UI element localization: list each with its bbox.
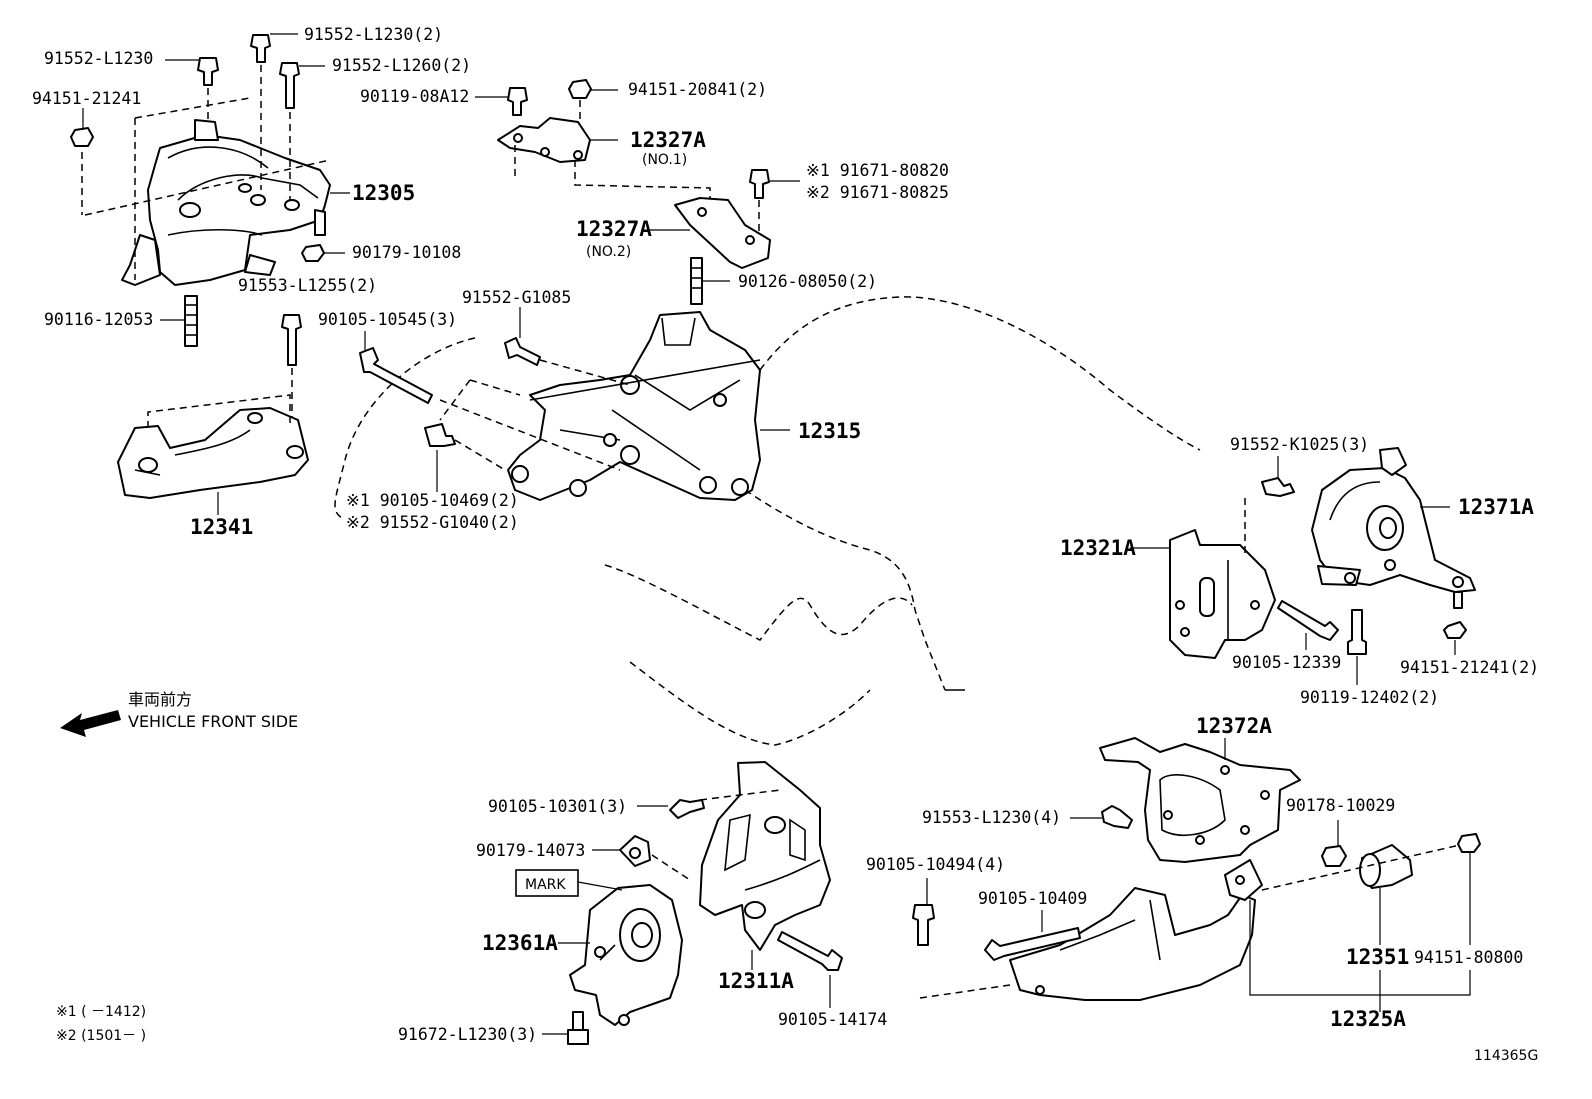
label-91552-L1230-2: 91552-L1230(2) xyxy=(304,25,443,44)
label-12372A: 12372A xyxy=(1196,714,1272,738)
bushing-12351 xyxy=(1359,844,1413,889)
bracket-12321A xyxy=(1169,498,1276,659)
bolt-94151-21241-2 xyxy=(1443,591,1467,639)
bolt-90105-10545 xyxy=(359,347,621,471)
label-91672-L1230-3: 91672-L1230(3) xyxy=(398,1025,537,1044)
label-90105-10301-3: 90105-10301(3) xyxy=(488,797,627,816)
label-91553-L1230-4: 91553-L1230(4) xyxy=(922,808,1061,827)
bolt-90105-14174 xyxy=(777,931,843,971)
label-12361A: 12361A xyxy=(482,931,558,955)
bracket-12372A xyxy=(1099,737,1301,863)
label-91552-G1040-2: ※2 91552-G1040(2) xyxy=(346,513,519,532)
label-90105-14174: 90105-14174 xyxy=(778,1010,887,1029)
label-90119-08A12: 90119-08A12 xyxy=(360,87,469,106)
label-12371A: 12371A xyxy=(1458,495,1534,519)
nut-90179-10108 xyxy=(301,244,325,262)
bolt-91552-G1085 xyxy=(504,337,631,386)
nut-90178-10029 xyxy=(1321,845,1347,867)
label-12305: 12305 xyxy=(352,181,415,205)
assembly-line-12325A xyxy=(1261,844,1461,891)
bolt-90105-10409 xyxy=(984,927,1081,961)
bolt-91553-L1255 xyxy=(281,314,302,430)
label-94151-80800: 94151-80800 xyxy=(1414,948,1523,967)
stud-90126-08050 xyxy=(690,257,703,305)
label-12311A: 12311A xyxy=(718,969,794,993)
label-91671-80825: ※2 91671-80825 xyxy=(806,183,949,202)
label-vehicle-front-side: VEHICLE FRONT SIDE xyxy=(128,712,298,731)
bolt-91671-80820 xyxy=(749,169,770,235)
nut-94151-21241 xyxy=(70,127,94,147)
nut-94151-80800 xyxy=(1457,833,1481,853)
bolt-90105-10469 xyxy=(424,379,521,492)
stud-90116-12053 xyxy=(184,295,198,347)
label-12315: 12315 xyxy=(798,419,861,443)
bracket-12311A xyxy=(699,761,831,951)
label-94151-21241: 94151-21241 xyxy=(32,89,141,108)
label-mark: MARK xyxy=(525,877,566,893)
mark-label-box xyxy=(515,869,623,897)
label-91552-G1085: 91552-G1085 xyxy=(462,288,571,307)
label-94151-20841-2: 94151-20841(2) xyxy=(628,80,767,99)
label-90119-12402-2: 90119-12402(2) xyxy=(1300,688,1439,707)
label-front-jp: 車両前方 xyxy=(128,690,192,709)
bolt-91672-L1230 xyxy=(567,1011,589,1045)
label-90105-12339: 90105-12339 xyxy=(1232,653,1341,672)
label-94151-21241-2: 94151-21241(2) xyxy=(1400,658,1539,677)
bracket-12341 xyxy=(117,394,309,499)
label-12341: 12341 xyxy=(190,515,253,539)
label-12325A: 12325A xyxy=(1330,1007,1406,1031)
vehicle-front-arrow-icon xyxy=(60,710,121,737)
label-12327A-no2: 12327A xyxy=(576,217,652,241)
note-1: ※1 ( －1412) xyxy=(56,1004,146,1020)
label-90105-10545-3: 90105-10545(3) xyxy=(318,310,457,329)
bolt-91552-K1025 xyxy=(1261,477,1295,497)
label-90105-10494-4: 90105-10494(4) xyxy=(866,855,1005,874)
mount-12305 xyxy=(81,97,331,286)
label-90179-10108: 90179-10108 xyxy=(352,243,461,262)
bolt-90119-08A12 xyxy=(507,87,528,116)
label-90178-10029: 90178-10029 xyxy=(1286,796,1395,815)
label-12321A: 12321A xyxy=(1060,536,1136,560)
bolt-90105-10301 xyxy=(669,799,705,819)
bolt-90105-12339 xyxy=(1277,600,1339,641)
label-91553-L1255-2: 91553-L1255(2) xyxy=(238,276,377,295)
label-12351: 12351 xyxy=(1346,945,1409,969)
engine-outline xyxy=(334,296,1201,746)
bracket-12327A-no1 xyxy=(497,117,711,205)
label-90105-10469-2: ※1 90105-10469(2) xyxy=(346,491,519,510)
bolt-91552-L1230 xyxy=(197,57,219,120)
label-12327A-no1: 12327A xyxy=(630,128,706,152)
leader-lines xyxy=(82,33,1471,1035)
note-2: ※2 (1501－ ) xyxy=(56,1028,146,1044)
mount-12371A xyxy=(1311,447,1476,593)
bolt-90105-10494 xyxy=(912,904,1011,999)
label-no2: (NO.2) xyxy=(586,244,631,260)
bolt-91552-L1230-2 xyxy=(250,34,271,190)
nut-94151-20841 xyxy=(568,79,592,125)
label-91552-L1230: 91552-L1230 xyxy=(44,49,153,68)
bracket-12325A xyxy=(1009,859,1263,1001)
label-90105-10409: 90105-10409 xyxy=(978,889,1087,908)
part-labels: 91552-L1230 91552-L1230(2) 91552-L1260(2… xyxy=(32,25,1539,1064)
label-91552-K1025-3: 91552-K1025(3) xyxy=(1230,435,1369,454)
label-90116-12053: 90116-12053 xyxy=(44,310,153,329)
bolt-91553-L1230 xyxy=(1101,805,1133,829)
label-90126-08050-2: 90126-08050(2) xyxy=(738,272,877,291)
label-91671-80820: ※1 91671-80820 xyxy=(806,161,949,180)
bolt-91552-L1260-2 xyxy=(279,62,300,200)
washer-90179-14073 xyxy=(619,835,691,881)
label-no1: (NO.1) xyxy=(642,152,687,168)
mount-12361A xyxy=(569,884,683,1026)
bracket-12315 xyxy=(507,311,761,501)
label-91552-L1260-2: 91552-L1260(2) xyxy=(332,56,471,75)
label-90179-14073: 90179-14073 xyxy=(476,841,585,860)
diagram-id: 114365G xyxy=(1474,1048,1538,1064)
bolt-90119-12402 xyxy=(1347,609,1367,655)
bracket-12327A-no2 xyxy=(674,197,771,269)
